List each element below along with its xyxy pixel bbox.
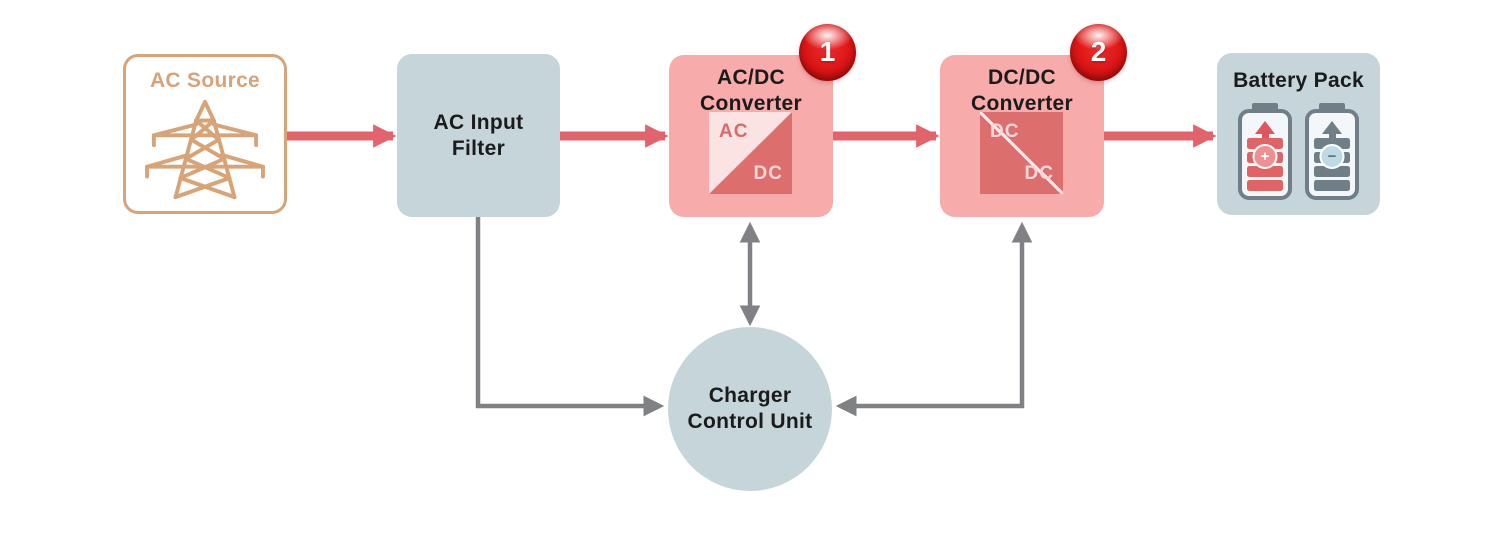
node-dcdc-converter: DC/DC Converter DC DC 2 [940,24,1127,217]
node-acdc-converter: AC/DC Converter AC DC 1 [669,24,856,217]
charger-control-unit-label: Charger Control Unit [687,384,813,433]
ac-source-label: AC Source [149,69,261,92]
node-ac-source: AC Source [123,54,287,214]
step-badge-2: 2 [1070,24,1127,81]
acdc-symbol-dc-label: DC [753,163,783,184]
ac-input-filter-label: AC Input Filter [433,110,524,160]
transmission-tower-icon [145,99,265,199]
acdc-symbol-ac-label: AC [719,121,749,142]
dcdc-symbol-icon: DC DC [980,112,1063,194]
positive-terminal-badge: + [1252,143,1278,169]
battery-cell-negative-icon: − [1305,102,1359,200]
node-battery-pack: Battery Pack + [1217,53,1380,215]
dcdc-symbol-dc-bottom-label: DC [1024,163,1054,184]
step-badge-1: 1 [799,24,856,81]
negative-terminal-badge: − [1319,143,1345,169]
acdc-symbol-icon: AC DC [709,112,792,194]
control-signal-arrows [475,216,1033,417]
battery-cell-positive-icon: + [1238,102,1292,200]
arrow-dcdc-control-bidirectional [835,221,1033,417]
battery-pack-label: Battery Pack [1233,69,1364,92]
acdc-converter-label: AC/DC Converter [700,66,802,115]
dcdc-converter-label: DC/DC Converter [971,66,1073,115]
node-charger-control-unit: Charger Control Unit [668,327,832,491]
dcdc-symbol-dc-top-label: DC [990,121,1020,142]
battery-cap [1319,102,1345,111]
battery-cells: + − [1238,102,1359,200]
battery-cap [1252,102,1278,111]
node-ac-input-filter: AC Input Filter [397,54,560,217]
arrow-filter-to-control [475,216,665,417]
